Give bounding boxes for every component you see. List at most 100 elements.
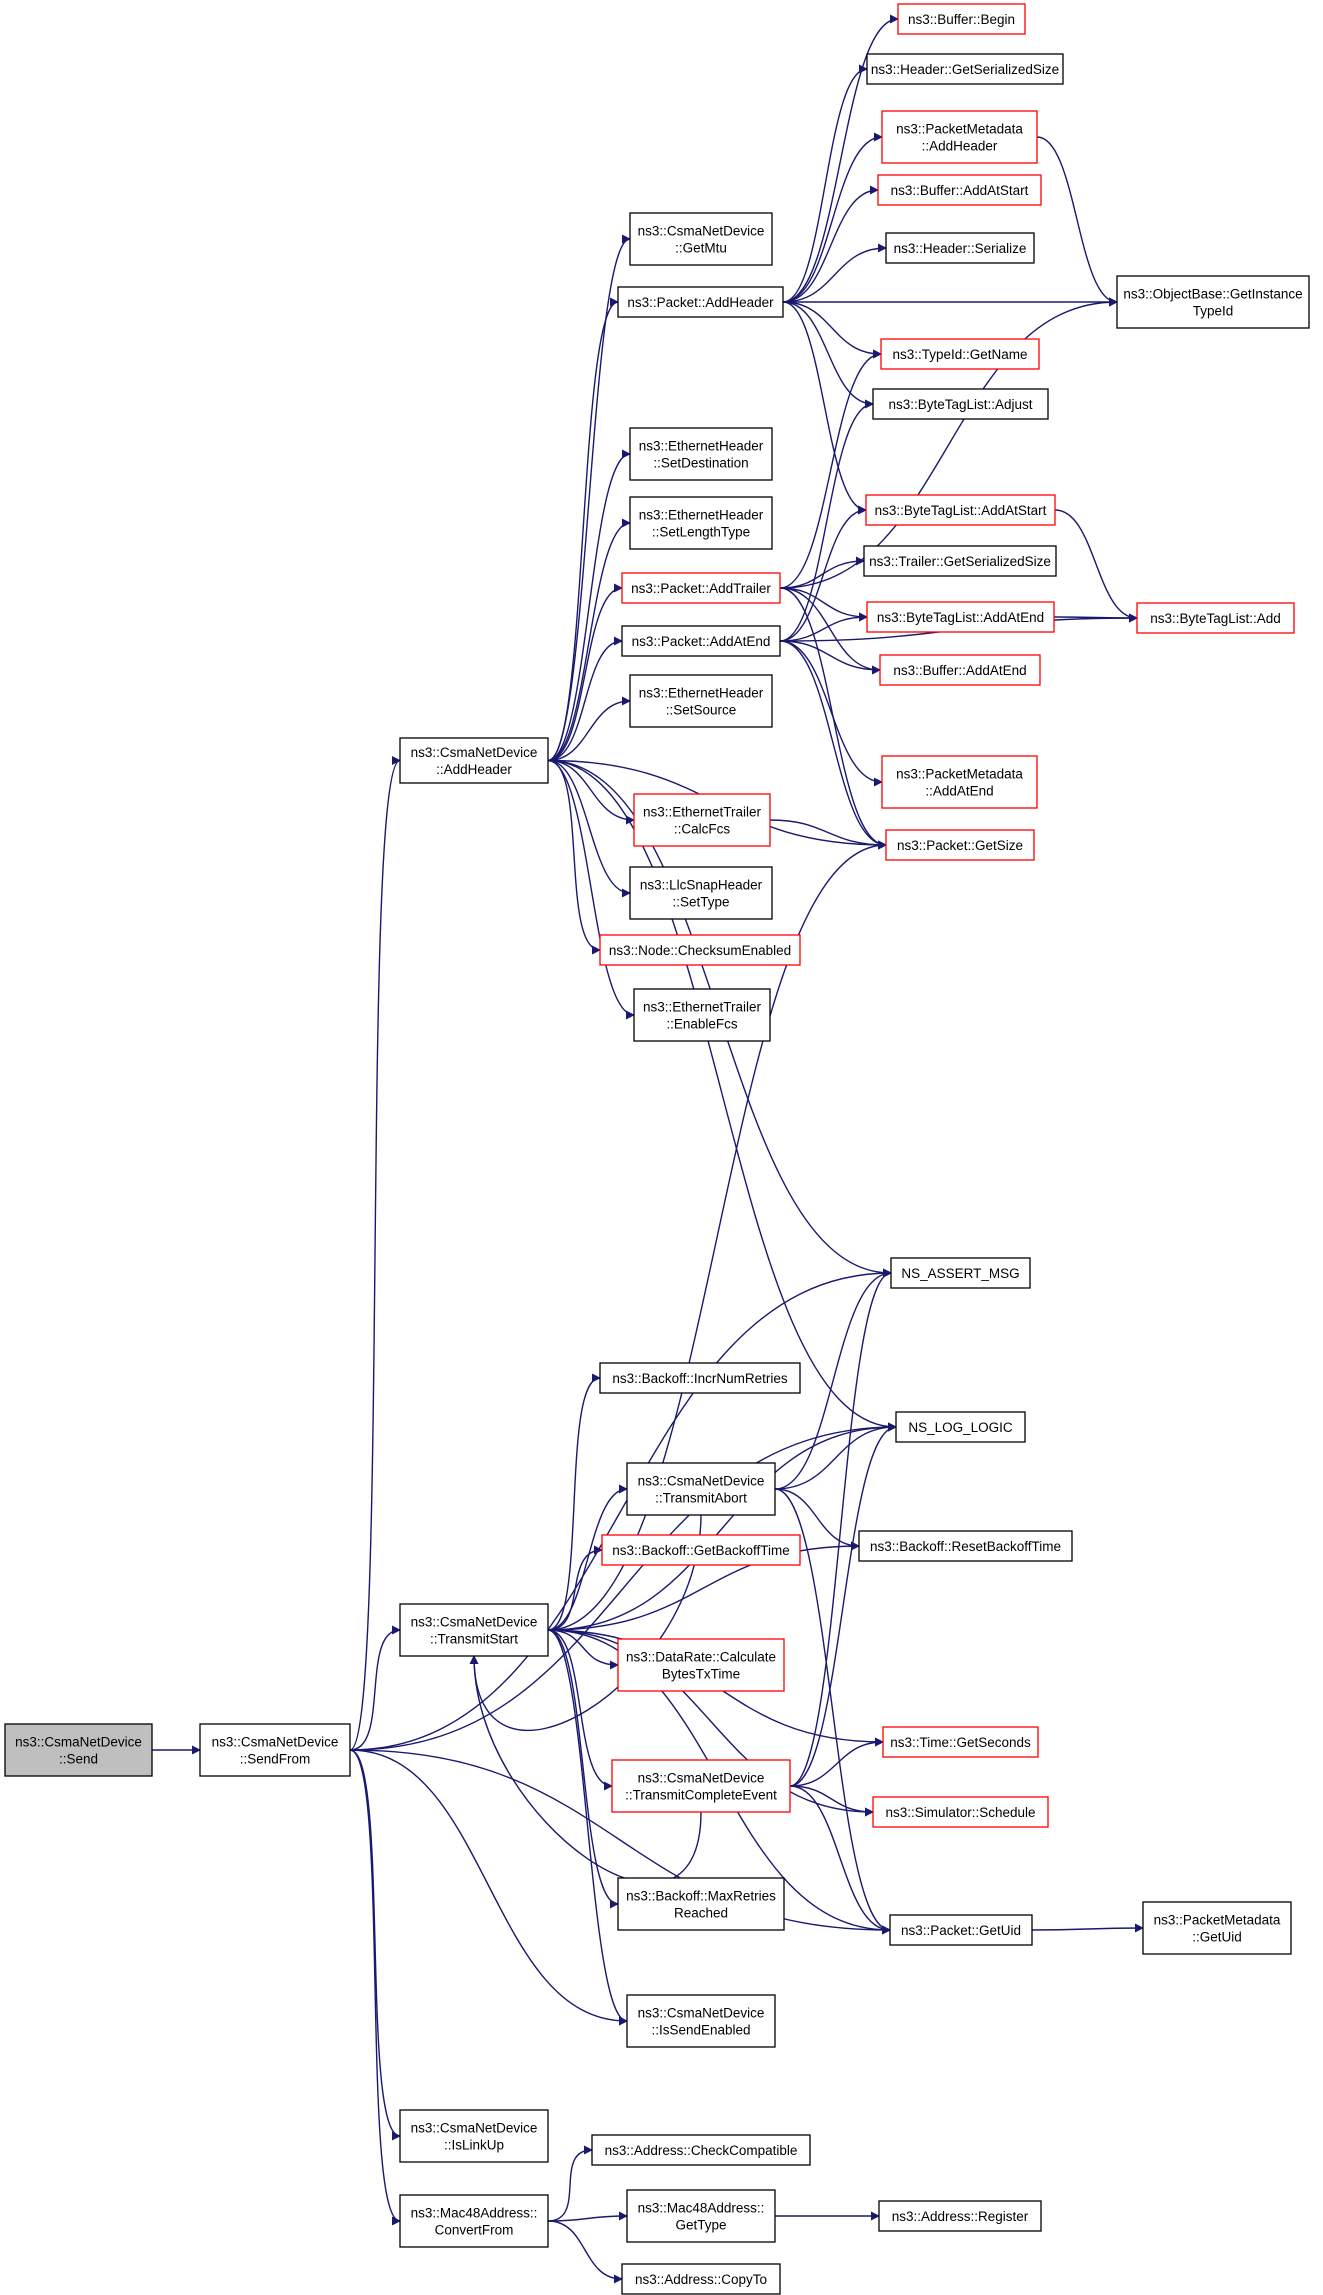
node-box-addr_register <box>878 2200 1042 2232</box>
node-box-typeid_getname <box>880 338 1040 370</box>
node-eth_setlen[interactable]: ns3::EthernetHeader::SetLengthType <box>629 496 773 550</box>
node-pm_addheader[interactable]: ns3::PacketMetadata::AddHeader <box>881 110 1038 164</box>
node-issendenabled[interactable]: ns3::CsmaNetDevice::IsSendEnabled <box>626 1994 776 2048</box>
node-pkt_addtrailer[interactable]: ns3::Packet::AddTrailer <box>621 572 781 604</box>
node-mac48_gettype[interactable]: ns3::Mac48Address::GetType <box>626 2189 776 2243</box>
edge-sendfrom-to-pkt_getuid <box>349 1749 891 1935</box>
node-transmitabort[interactable]: ns3::CsmaNetDevice::TransmitAbort <box>626 1462 776 1516</box>
node-label-transmitabort-1: ::TransmitAbort <box>655 1491 747 1506</box>
node-ns_assert[interactable]: NS_ASSERT_MSG <box>890 1257 1031 1289</box>
node-addr_register[interactable]: ns3::Address::Register <box>878 2200 1042 2232</box>
node-sim_schedule[interactable]: ns3::Simulator::Schedule <box>872 1796 1049 1828</box>
edge-addheader_dev-to-ns_log <box>547 759 897 1432</box>
edge-addheader_dev-to-llc_settype <box>547 759 631 898</box>
node-pkt_getsize[interactable]: ns3::Packet::GetSize <box>885 829 1035 861</box>
node-addr_copyto[interactable]: ns3::Address::CopyTo <box>621 2263 781 2295</box>
node-eth_setsrc[interactable]: ns3::EthernetHeader::SetSource <box>629 674 773 728</box>
node-label-pm_getuid-0: ns3::PacketMetadata <box>1154 1913 1281 1928</box>
node-box-llc_settype <box>629 866 773 920</box>
node-box-send <box>4 1723 153 1777</box>
node-label-eth_setlen-0: ns3::EthernetHeader <box>639 508 764 523</box>
node-backoff_gettime[interactable]: ns3::Backoff::GetBackoffTime <box>601 1534 801 1566</box>
node-box-buf_addatend <box>879 654 1041 686</box>
node-convertfrom[interactable]: ns3::Mac48Address::ConvertFrom <box>399 2194 549 2248</box>
node-label-time_getsec-0: ns3::Time::GetSeconds <box>890 1735 1031 1750</box>
node-box-eth_setsrc <box>629 674 773 728</box>
node-btl_add[interactable]: ns3::ByteTagList::Add <box>1136 602 1295 634</box>
edge-pkt_addatend-to-btl_addatstart <box>779 505 867 642</box>
node-btl_adjust[interactable]: ns3::ByteTagList::Adjust <box>872 388 1049 420</box>
edge-sendfrom-to-issendenabled <box>349 1749 628 2026</box>
node-pm_getuid[interactable]: ns3::PacketMetadata::GetUid <box>1142 1901 1292 1955</box>
node-transmitstart[interactable]: ns3::CsmaNetDevice::TransmitStart <box>399 1603 549 1657</box>
node-node_checksum[interactable]: ns3::Node::ChecksumEnabled <box>599 934 801 966</box>
edge-pkt_addatend-to-pkt_getsize <box>779 640 887 850</box>
node-btl_addatstart[interactable]: ns3::ByteTagList::AddAtStart <box>865 494 1056 526</box>
node-addr_checkcompat[interactable]: ns3::Address::CheckCompatible <box>591 2134 811 2166</box>
node-label-transmitstart-0: ns3::CsmaNetDevice <box>411 1615 538 1630</box>
edge-pkt_addheader-to-buf_addatstart <box>782 185 879 303</box>
node-tr_getsersize[interactable]: ns3::Trailer::GetSerializedSize <box>863 545 1057 577</box>
node-getmtu[interactable]: ns3::CsmaNetDevice::GetMtu <box>629 212 773 266</box>
node-buf_addatstart[interactable]: ns3::Buffer::AddAtStart <box>877 174 1042 206</box>
node-addheader_dev[interactable]: ns3::CsmaNetDevice::AddHeader <box>399 737 549 784</box>
node-label-backoff_reset-0: ns3::Backoff::ResetBackoffTime <box>870 1539 1061 1554</box>
node-label-backoff_incr-0: ns3::Backoff::IncrNumRetries <box>612 1371 788 1386</box>
edge-transmitstart-to-backoff_reset <box>547 1541 860 1631</box>
node-label-node_checksum-0: ns3::Node::ChecksumEnabled <box>609 943 791 958</box>
node-label-ob_getinstance-1: TypeId <box>1193 304 1234 319</box>
node-sendfrom[interactable]: ns3::CsmaNetDevice::SendFrom <box>199 1723 351 1777</box>
node-box-ethtr_calcfcs <box>633 793 771 847</box>
node-box-btl_adjust <box>872 388 1049 420</box>
edge-transmitabort-to-ns_log <box>774 1422 897 1490</box>
node-buf_begin[interactable]: ns3::Buffer::Begin <box>897 3 1026 35</box>
node-backoff_reset[interactable]: ns3::Backoff::ResetBackoffTime <box>858 1530 1073 1562</box>
node-pkt_addatend[interactable]: ns3::Packet::AddAtEnd <box>621 625 781 657</box>
node-box-buf_begin <box>897 3 1026 35</box>
node-label-sendfrom-1: ::SendFrom <box>240 1752 311 1767</box>
node-label-pm_addheader-0: ns3::PacketMetadata <box>896 122 1023 137</box>
node-label-buf_addatstart-0: ns3::Buffer::AddAtStart <box>891 183 1029 198</box>
node-label-eth_setdest-1: ::SetDestination <box>653 456 748 471</box>
node-ethtr_calcfcs[interactable]: ns3::EthernetTrailer::CalcFcs <box>633 793 771 847</box>
edge-transmitstart-to-transmitabort <box>547 1484 628 1631</box>
node-box-mac48_gettype <box>626 2189 776 2243</box>
node-pm_addatend[interactable]: ns3::PacketMetadata::AddAtEnd <box>881 755 1038 809</box>
node-label-getmtu-1: ::GetMtu <box>675 241 727 256</box>
node-label-pkt_addatend-0: ns3::Packet::AddAtEnd <box>632 634 771 649</box>
node-hdr_getsersize[interactable]: ns3::Header::GetSerializedSize <box>866 53 1064 85</box>
node-backoff_incr[interactable]: ns3::Backoff::IncrNumRetries <box>599 1362 801 1394</box>
node-eth_setdest[interactable]: ns3::EthernetHeader::SetDestination <box>629 427 773 481</box>
node-buf_addatend[interactable]: ns3::Buffer::AddAtEnd <box>879 654 1041 686</box>
node-transmitcomplete[interactable]: ns3::CsmaNetDevice::TransmitCompleteEven… <box>611 1759 791 1813</box>
edge-transmitstart-to-sim_schedule <box>547 1629 874 1817</box>
node-box-ethtr_enablefcs <box>633 988 771 1042</box>
node-btl_addatend[interactable]: ns3::ByteTagList::AddAtEnd <box>866 601 1055 633</box>
node-box-issendenabled <box>626 1994 776 2048</box>
node-llc_settype[interactable]: ns3::LlcSnapHeader::SetType <box>629 866 773 920</box>
node-hdr_serialize[interactable]: ns3::Header::Serialize <box>885 232 1035 264</box>
edge-addheader_dev-to-ethtr_calcfcs <box>547 759 635 825</box>
node-label-pkt_addtrailer-0: ns3::Packet::AddTrailer <box>631 581 771 596</box>
node-time_getsec[interactable]: ns3::Time::GetSeconds <box>882 1726 1039 1758</box>
edge-convertfrom-to-mac48_gettype <box>547 2211 628 2222</box>
node-pkt_addheader[interactable]: ns3::Packet::AddHeader <box>617 286 784 318</box>
node-ns_log[interactable]: NS_LOG_LOGIC <box>895 1411 1026 1443</box>
node-ethtr_enablefcs[interactable]: ns3::EthernetTrailer::EnableFcs <box>633 988 771 1042</box>
node-label-pm_addheader-1: ::AddHeader <box>922 139 998 154</box>
node-label-backoff_gettime-0: ns3::Backoff::GetBackoffTime <box>612 1543 790 1558</box>
node-box-getmtu <box>629 212 773 266</box>
node-label-llc_settype-1: ::SetType <box>672 895 729 910</box>
node-box-backoff_incr <box>599 1362 801 1394</box>
node-label-ob_getinstance-0: ns3::ObjectBase::GetInstance <box>1123 287 1302 302</box>
node-label-transmitcomplete-0: ns3::CsmaNetDevice <box>638 1771 765 1786</box>
node-typeid_getname[interactable]: ns3::TypeId::GetName <box>880 338 1040 370</box>
node-send[interactable]: ns3::CsmaNetDevice::Send <box>4 1723 153 1777</box>
edge-sendfrom-to-transmitstart <box>349 1625 401 1751</box>
node-islinkup[interactable]: ns3::CsmaNetDevice::IsLinkUp <box>399 2109 549 2163</box>
node-label-send-1: ::Send <box>59 1752 98 1767</box>
node-pkt_getuid[interactable]: ns3::Packet::GetUid <box>889 1914 1033 1946</box>
